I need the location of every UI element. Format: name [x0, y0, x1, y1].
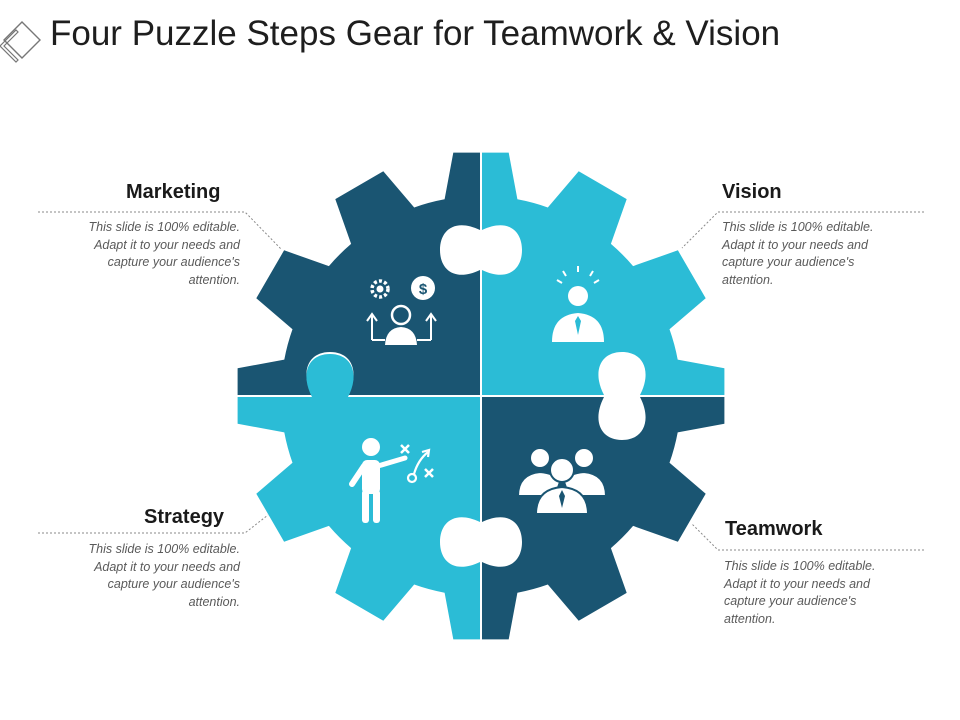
- step-heading-strategy: Strategy: [144, 506, 225, 528]
- page-title: Four Puzzle Steps Gear for Teamwork & Vi…: [50, 14, 781, 53]
- step-body-strategy: This slide is 100% editable. Adapt it to…: [88, 542, 240, 609]
- step-body-vision: This slide is 100% editable. Adapt it to…: [722, 220, 874, 287]
- marketing-person-icon: $: [366, 276, 437, 345]
- svg-text:$: $: [419, 281, 428, 298]
- step-body-marketing: This slide is 100% editable. Adapt it to…: [88, 220, 240, 287]
- step-heading-vision: Vision: [722, 181, 782, 203]
- idea-person-icon: [552, 266, 604, 342]
- title-diamond-icon: [0, 21, 41, 63]
- team-icon: [516, 447, 608, 515]
- step-body-teamwork: This slide is 100% editable. Adapt it to…: [724, 559, 876, 626]
- step-heading-marketing: Marketing: [126, 181, 221, 203]
- strategy-person-icon: [349, 438, 434, 523]
- step-heading-teamwork: Teamwork: [725, 518, 823, 540]
